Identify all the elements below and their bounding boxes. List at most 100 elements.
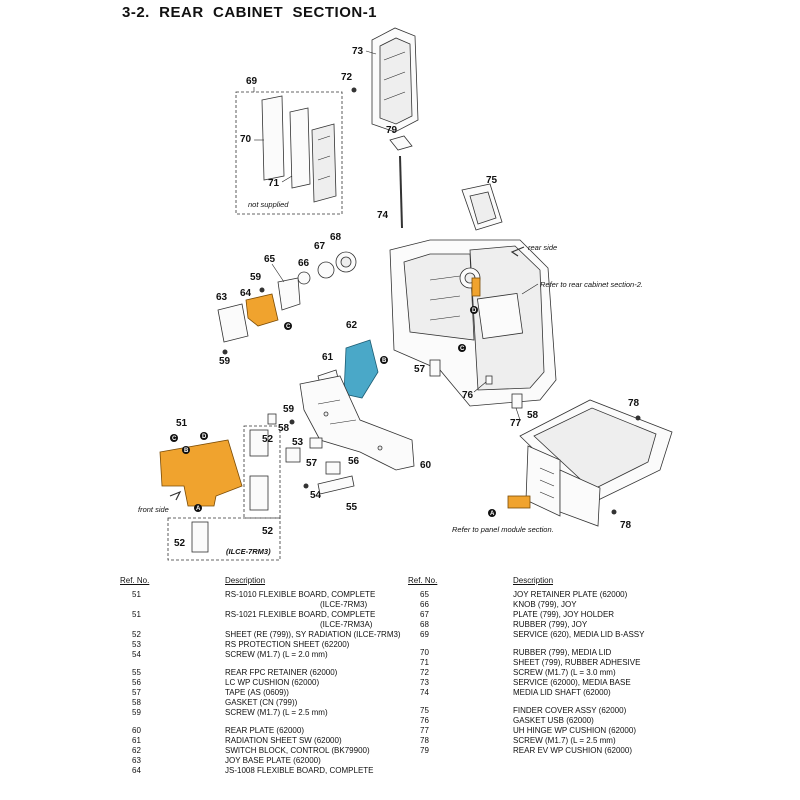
ref-header-right: Ref. No. xyxy=(408,576,438,585)
marker-b-flex xyxy=(182,446,190,454)
rs-sheet-53 xyxy=(285,447,301,463)
callout-59-mid: 59 xyxy=(219,356,231,367)
ref-no: 78 xyxy=(420,736,429,745)
ref-no: 65 xyxy=(420,590,429,599)
ref-no: 54 xyxy=(132,650,141,659)
part-description: SHEET (RE (799)), SY RADIATION (ILCE-7RM… xyxy=(225,630,401,639)
callout-66: 66 xyxy=(298,258,310,269)
ref-no: 67 xyxy=(420,610,429,619)
callout-73: 73 xyxy=(352,46,364,57)
part-description: SCREW (M1.7) (L = 2.5 mm) xyxy=(513,736,616,745)
sheet-52-c xyxy=(191,521,209,553)
part-description: RUBBER (799), MEDIA LID xyxy=(513,648,612,657)
ref-no: 58 xyxy=(132,698,141,707)
marker-a-flex xyxy=(194,504,202,512)
knob-66 xyxy=(297,271,311,285)
marker-c-flex xyxy=(170,434,178,442)
callout-54: 54 xyxy=(310,490,322,501)
callout-53: 53 xyxy=(292,437,304,448)
callout-55: 55 xyxy=(346,502,358,513)
ref-no: 59 xyxy=(132,708,141,717)
gasket-58-left xyxy=(267,413,277,425)
ref-no: 57 xyxy=(132,688,141,697)
part-description: RS PROTECTION SHEET (62200) xyxy=(225,640,350,649)
sheet-52-b xyxy=(249,475,269,511)
ref-no: 74 xyxy=(420,688,429,697)
part-description-cont: (ILCE-7RM3) xyxy=(320,600,368,609)
ref-no: 56 xyxy=(132,678,141,687)
parts-row: 63 JOY BASE PLATE (62000) xyxy=(120,756,400,766)
rear-cabinet-frame xyxy=(389,239,557,407)
parts-row-continuation: (ILCE-7RM3) xyxy=(120,600,400,610)
svg-text:D: D xyxy=(472,308,477,314)
model-box-label: (ILCE-7RM3) xyxy=(226,547,271,556)
gasket-76 xyxy=(485,375,493,385)
ref-no: 66 xyxy=(420,600,429,609)
callout-52-a: 52 xyxy=(262,434,274,445)
cushion-56 xyxy=(325,461,341,475)
parts-row: 69 SERVICE (620), MEDIA LID B-ASSY xyxy=(408,630,688,640)
switch-block-62 xyxy=(343,339,379,399)
callout-77: 77 xyxy=(510,418,522,429)
svg-text:A: A xyxy=(490,511,495,517)
rubber-70 xyxy=(261,95,285,181)
part-description: TAPE (AS (0609)) xyxy=(225,688,289,697)
callout-52-b: 52 xyxy=(262,526,274,537)
ref-no: 53 xyxy=(132,640,141,649)
plate-67 xyxy=(317,261,335,279)
media-lid xyxy=(311,123,337,203)
part-description: SERVICE (620), MEDIA LID B-ASSY xyxy=(513,630,645,639)
model-box xyxy=(167,517,281,561)
part-description: SERVICE (62000), MEDIA BASE xyxy=(513,678,631,687)
part-description: JOY RETAINER PLATE (62000) xyxy=(513,590,628,599)
shaft-74 xyxy=(399,155,403,229)
part-description: REAR EV WP CUSHION (62000) xyxy=(513,746,632,755)
part-description: SHEET (799), RUBBER ADHESIVE xyxy=(513,658,641,667)
callout-51: 51 xyxy=(176,418,188,429)
ref-no: 62 xyxy=(132,746,141,755)
screw-54 xyxy=(303,483,309,489)
marker-d-flex xyxy=(200,432,208,440)
ref-no: 51 xyxy=(132,590,141,599)
ref-no: 51 xyxy=(132,610,141,619)
part-description: REAR FPC RETAINER (62000) xyxy=(225,668,338,677)
ref-no: 69 xyxy=(420,630,429,639)
callout-68: 68 xyxy=(330,232,342,243)
part-description: RS-1010 FLEXIBLE BOARD, COMPLETE xyxy=(225,590,376,599)
refer-rear-note: Refer to rear cabinet section-2. xyxy=(540,280,643,289)
callout-75: 75 xyxy=(486,175,498,186)
ref-no: 63 xyxy=(132,756,141,765)
part-description: JOY BASE PLATE (62000) xyxy=(225,756,321,765)
front-side-note: front side xyxy=(138,505,169,514)
ref-no: 64 xyxy=(132,766,141,775)
callout-57-right: 57 xyxy=(414,364,426,375)
ref-no: 55 xyxy=(132,668,141,677)
parts-row: 78 SCREW (M1.7) (L = 2.5 mm) xyxy=(408,736,688,746)
flex-board-51 xyxy=(159,439,243,507)
callout-69: 69 xyxy=(246,76,258,87)
tape-57-left xyxy=(309,437,323,449)
parts-row: 53 RS PROTECTION SHEET (62200) xyxy=(120,640,400,650)
svg-text:D: D xyxy=(202,434,207,440)
svg-text:C: C xyxy=(172,436,177,442)
part-description: MEDIA LID SHAFT (62000) xyxy=(513,688,611,697)
ref-no: 68 xyxy=(420,620,429,629)
part-description: RUBBER (799), JOY xyxy=(513,620,588,629)
joy-retainer-65 xyxy=(277,277,301,311)
marker-c-joy xyxy=(284,322,292,330)
panel-flex-orange xyxy=(507,495,531,509)
callout-65: 65 xyxy=(264,254,276,265)
rear-side-note: rear side xyxy=(528,243,557,252)
callout-78-top: 78 xyxy=(628,398,640,409)
